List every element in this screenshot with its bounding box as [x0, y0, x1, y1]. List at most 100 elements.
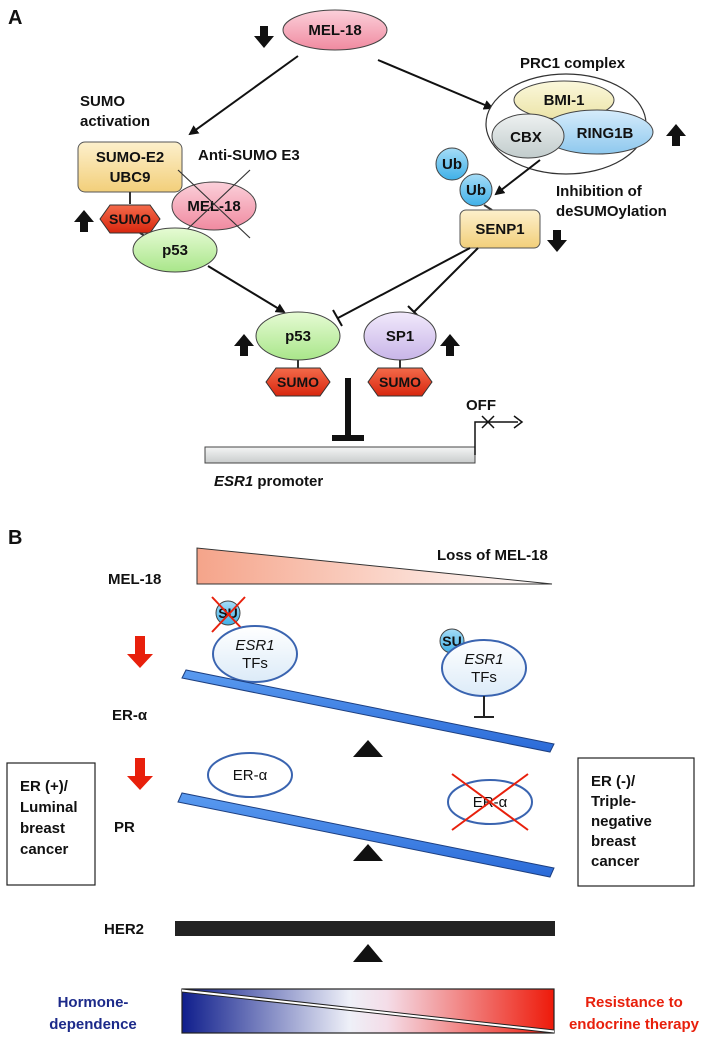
ub-label-1: Ub	[442, 156, 462, 173]
sp1-node: SP1	[363, 311, 437, 361]
sumo-hexagon-sp1: SUMO	[367, 367, 433, 397]
cross-line-2	[177, 169, 251, 239]
senp1-box: SENP1	[459, 209, 541, 249]
bottom-upper-triangle	[181, 988, 555, 1031]
inhibition-label-2: deSUMOylation	[556, 203, 667, 220]
promoter-word: promoter	[253, 473, 323, 490]
right-box-line-5: cancer	[591, 853, 640, 870]
prc1-complex: BMI-1 RING1B CBX	[485, 73, 654, 175]
right-box-line-2: Triple-	[591, 793, 636, 810]
left-box-line-4: cancer	[20, 841, 69, 858]
ub-circle-1: Ub	[435, 147, 469, 181]
right-box-line-3: negative	[591, 813, 652, 830]
ub-label-2: Ub	[466, 182, 486, 199]
er-alpha-node-left: ER-α	[207, 752, 293, 798]
up-arrow-icon-sp1	[440, 334, 460, 356]
her2-row-label: HER2	[104, 921, 144, 938]
resistance-label-2: endocrine therapy	[569, 1016, 700, 1033]
arrow-prc1-to-ub	[494, 159, 541, 196]
fulcrum-1	[353, 740, 383, 757]
panel-b-letter: B	[8, 527, 22, 549]
left-box-line-3: breast	[20, 820, 65, 837]
mel18-crossed-node: MEL-18	[171, 169, 257, 239]
bottom-gradient-graphic	[181, 988, 555, 1034]
sumo-hexagon-upper: SUMO	[99, 204, 161, 234]
su-cross-2	[211, 596, 246, 633]
sumo-e2-ubc9-box: SUMO-E2 UBC9	[77, 141, 183, 193]
left-box-line-1: ER (+)/	[20, 778, 69, 795]
inhibition-label-1: Inhibition of	[556, 183, 643, 200]
fulcrum-3	[353, 944, 383, 962]
sumo-e2-label: SUMO-E2	[96, 149, 164, 166]
sp1-label: SP1	[386, 328, 414, 345]
fulcrum-2	[353, 844, 383, 861]
seesaw-bar-pr	[177, 792, 555, 878]
right-box-line-4: breast	[591, 833, 636, 850]
er-alpha-node-right-crossed: ER-α	[447, 773, 533, 831]
sumo-hexagon-p53: SUMO	[265, 367, 331, 397]
pr-row-label: PR	[114, 819, 135, 836]
promoter-gene: ESR1	[214, 473, 253, 490]
er-alpha-cross-2	[451, 773, 529, 831]
panel-a-letter: A	[8, 7, 22, 29]
mel18-node-label: MEL-18	[308, 22, 361, 39]
p53-node-upper: p53	[132, 227, 218, 273]
tfs-left-gene: ESR1	[235, 637, 274, 654]
p53-node-lower: p53	[255, 311, 341, 361]
left-box-line-2: Luminal	[20, 799, 78, 816]
prc1-title: PRC1 complex	[520, 55, 626, 72]
hormone-label-1: Hormone-	[58, 994, 129, 1011]
anti-sumo-e3-label: Anti-SUMO E3	[198, 147, 300, 164]
er-alpha-row-label: ER-α	[112, 707, 148, 724]
su-right-label: SU	[442, 633, 461, 649]
promoter-label: ESR1 promoter	[214, 473, 323, 490]
esr1-tfs-left: ESR1 TFs	[212, 625, 298, 683]
tss-arrowhead-icon	[513, 415, 524, 429]
su-crossed: SU	[211, 596, 246, 633]
ring1b-label: RING1B	[577, 125, 634, 142]
resistance-label-1: Resistance to	[585, 994, 683, 1011]
sumo-activation-label-2: activation	[80, 113, 150, 130]
hormone-label-2: dependence	[49, 1016, 137, 1033]
mel18-gradient-wedge	[196, 547, 553, 585]
mel18-row-label: MEL-18	[108, 571, 161, 588]
connector-ub-senp1	[483, 204, 493, 211]
up-arrow-icon-p53	[234, 334, 254, 356]
sumo-sp1-label: SUMO	[379, 374, 421, 390]
down-arrow-icon-senp1	[547, 230, 567, 252]
seesaw-bar-er-alpha	[181, 669, 555, 753]
inhibit-senp1-sp1	[413, 247, 479, 313]
bmi1-label: BMI-1	[544, 92, 585, 109]
tfs-left-word: TFs	[242, 655, 268, 672]
her2-bar	[175, 921, 555, 936]
esr1-tfs-right: ESR1 TFs	[441, 639, 527, 697]
bottom-lower-triangle	[181, 991, 555, 1034]
bottom-wedge-white	[182, 989, 554, 1033]
sumo-p53-label: SUMO	[277, 374, 319, 390]
ub-circle-2: Ub	[459, 173, 493, 207]
tfs-right-gene: ESR1	[464, 651, 503, 668]
red-down-arrow-icon-1	[127, 636, 153, 668]
arrow-mel18-to-prc1	[377, 59, 494, 110]
tss-cross-2	[481, 415, 495, 429]
off-label: OFF	[466, 397, 496, 414]
er-alpha-left-label: ER-α	[233, 767, 268, 784]
inhibit-senp1-p53	[337, 247, 471, 319]
up-arrow-icon	[666, 124, 686, 146]
arrow-p53-to-p53sumo	[207, 265, 286, 314]
red-down-arrow-icon-2	[127, 758, 153, 790]
tss-arrow	[474, 421, 518, 455]
sumo-upper-label: SUMO	[109, 211, 151, 227]
loss-of-mel18-label: Loss of MEL-18	[437, 547, 548, 564]
arrow-mel18-to-sumoe2	[188, 55, 299, 136]
cbx-label: CBX	[510, 129, 542, 146]
mel18-node: MEL-18	[282, 9, 388, 51]
up-arrow-icon-sumo	[74, 210, 94, 232]
esr1-promoter	[204, 415, 524, 464]
mel18-crossed-label: MEL-18	[187, 198, 240, 215]
down-arrow-icon	[254, 26, 274, 48]
senp1-label: SENP1	[475, 221, 524, 238]
ubc9-label: UBC9	[110, 169, 151, 186]
er-negative-box: ER (-)/ Triple- negative breast cancer	[577, 757, 695, 887]
